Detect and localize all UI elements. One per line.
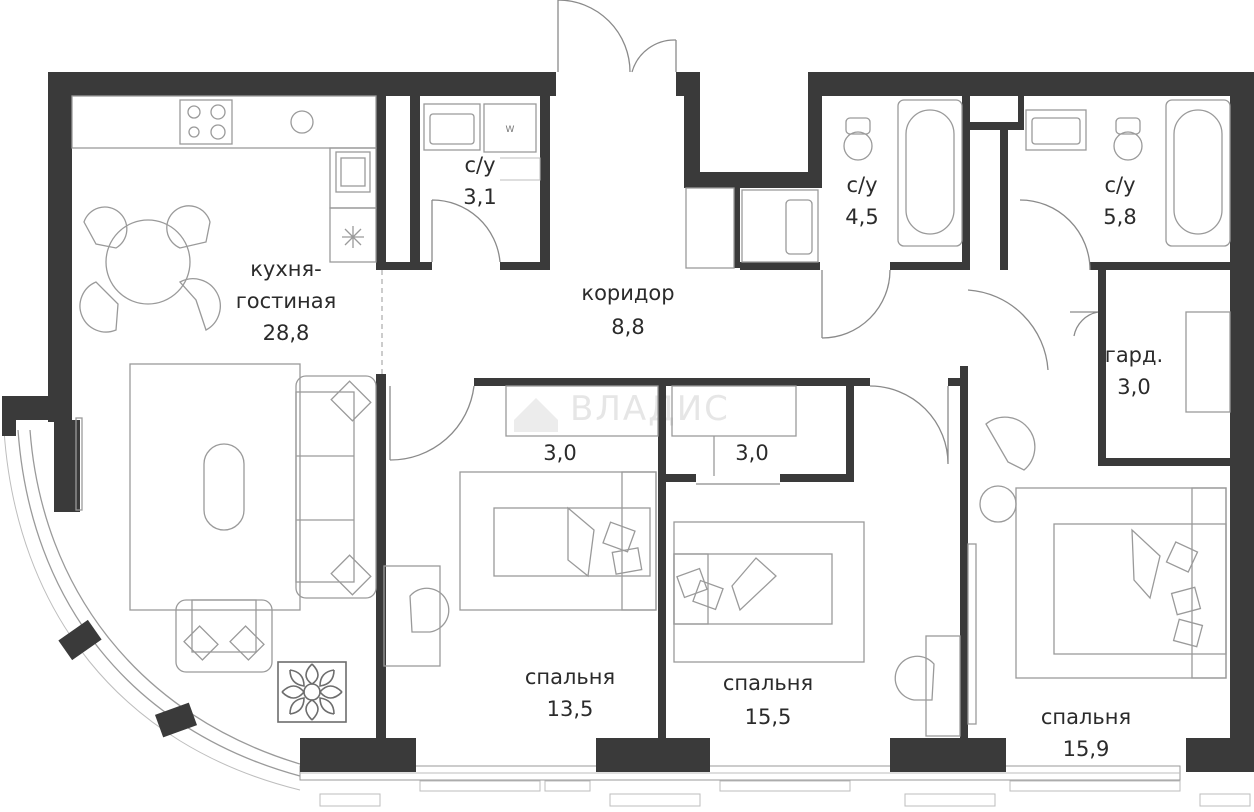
wc1-name: с/у [464, 153, 495, 177]
bedroom1-area: 13,5 [547, 697, 594, 721]
doors [389, 0, 1099, 485]
wc3-area: 5,8 [1103, 205, 1136, 229]
dining-chairs [79, 205, 221, 333]
star-burner-icon [342, 226, 364, 248]
bedroom-1-furniture [383, 385, 659, 667]
wc2-area: 4,5 [845, 205, 878, 229]
wardrobe-name: гард. [1105, 343, 1163, 367]
kitchen-bowl-icon [290, 110, 314, 134]
washer-icon: W [506, 125, 515, 135]
wardrobe-area: 3,0 [1117, 375, 1150, 399]
tv-unit [75, 417, 83, 511]
bathroom-3-fixtures [1025, 99, 1231, 247]
bathroom-2-fixtures [685, 99, 963, 269]
watermark-logo: ВЛАДИС [514, 389, 730, 432]
kitchen-area: 28,8 [263, 321, 310, 345]
rug [129, 363, 301, 611]
bedroom2-area: 15,5 [745, 705, 792, 729]
wardrobe-shelves [1185, 311, 1231, 413]
corridor-area: 8,8 [611, 315, 644, 339]
closet-2-shelves [671, 385, 797, 476]
bedroom-3-furniture [967, 416, 1227, 725]
kitchen-furniture [71, 95, 377, 723]
bedroom2-name: спальня [723, 671, 813, 695]
coffee-table [203, 443, 245, 531]
bedroom-2-furniture [673, 521, 961, 737]
corridor-name: коридор [581, 281, 674, 305]
bedroom3-area: 15,9 [1063, 737, 1110, 761]
kitchen-name-line2: гостиная [236, 289, 337, 313]
plant-icon [277, 661, 347, 723]
armchair [175, 599, 273, 673]
bedroom1-name: спальня [525, 665, 615, 689]
wc2-name: с/у [846, 173, 877, 197]
kitchen-sink-icon [335, 151, 371, 193]
sofa [295, 375, 377, 599]
walls [2, 72, 1254, 772]
closet2-area: 3,0 [735, 441, 768, 465]
dining-table [105, 219, 191, 305]
cooktop-icon [179, 99, 233, 145]
watermark-text: ВЛАДИС [570, 389, 730, 429]
windows [3, 429, 1251, 807]
wc3-name: с/у [1104, 173, 1135, 197]
room-labels: с/у 3,1 с/у 4,5 с/у 5,8 кухня- гостиная … [236, 153, 1163, 761]
bedroom3-name: спальня [1041, 705, 1131, 729]
kitchen-name-line1: кухня- [250, 257, 321, 281]
closet1-area: 3,0 [543, 441, 576, 465]
wc1-area: 3,1 [463, 185, 496, 209]
bathroom-1-fixtures: W [423, 103, 541, 181]
